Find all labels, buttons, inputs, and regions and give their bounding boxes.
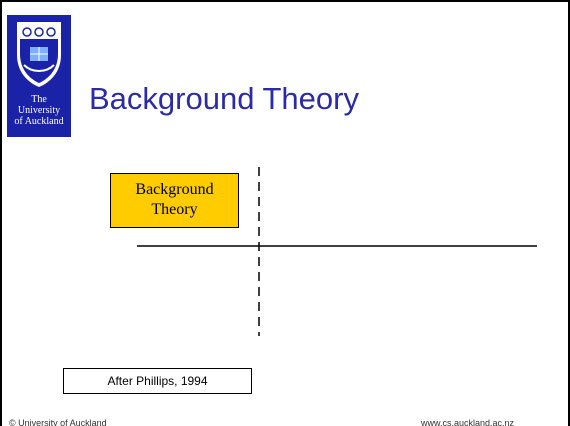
logo-line-2: University	[17, 105, 61, 116]
logo-line-1: The	[31, 94, 47, 105]
crest-icon	[17, 22, 61, 87]
box-label-line-2: Theory	[151, 201, 198, 218]
footer-copyright: © University of Auckland	[9, 418, 107, 426]
background-theory-box: Background Theory	[110, 173, 239, 228]
university-logo: The University of Auckland	[7, 15, 71, 137]
box-label-line-1: Background	[135, 181, 214, 198]
citation-box: After Phillips, 1994	[63, 368, 252, 394]
footer-url: www.cs.auckland.ac.nz	[421, 418, 515, 426]
logo-line-3: of Auckland	[14, 116, 64, 127]
slide-title: Background Theory	[89, 81, 359, 116]
logo-wordmark: The University of Auckland	[7, 94, 71, 127]
